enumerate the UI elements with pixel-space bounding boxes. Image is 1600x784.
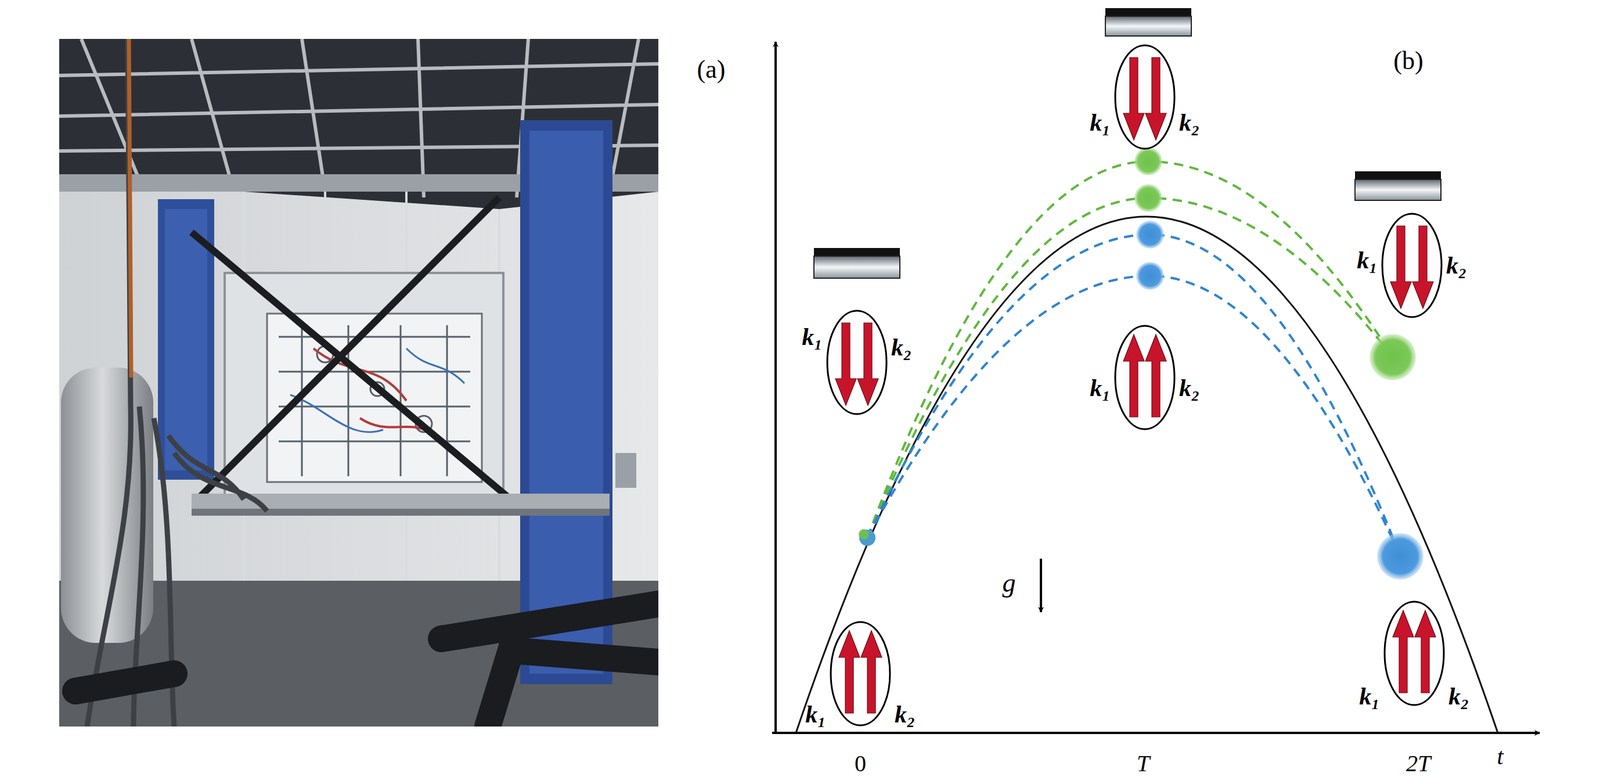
ellipse-outline xyxy=(830,621,890,726)
pulse-outline xyxy=(1114,324,1176,431)
pulse-outline xyxy=(1381,212,1443,319)
panel-label: (b) xyxy=(1393,48,1423,74)
cross-struts xyxy=(191,197,511,500)
axis-tick-label: t xyxy=(1496,744,1504,769)
wavevector-label: k₁ xyxy=(805,701,827,727)
wavevector-arrow xyxy=(860,630,882,713)
wavevector-arrow xyxy=(1390,225,1412,309)
apparatus-photo xyxy=(59,38,659,727)
wavevector-arrow xyxy=(1392,610,1414,693)
axis-tick-label: 2T xyxy=(1406,751,1431,776)
ellipse-outline xyxy=(1382,213,1442,317)
ellipse-outline xyxy=(1384,601,1444,705)
wavevector-label: k₁ xyxy=(1356,247,1378,273)
wavevector-label: k₂ xyxy=(1446,253,1468,278)
time-axis xyxy=(772,731,1540,734)
wavevector-label: k₁ xyxy=(801,324,823,349)
blue-panel-face xyxy=(164,208,208,471)
platform-edge xyxy=(191,508,610,516)
laser-pulse-ellipse: k₁k₂ xyxy=(1383,600,1445,706)
wavevector-label: k₁ xyxy=(1089,110,1111,135)
ellipse-outline xyxy=(1115,45,1175,149)
laser-pulse-ellipse: k₁k₂ xyxy=(829,620,892,727)
optics-bench xyxy=(278,325,471,477)
wavevector-arrow xyxy=(1414,610,1436,693)
wavevector-arrow xyxy=(1145,57,1167,140)
wavevector-label: k₂ xyxy=(1448,683,1470,709)
cable xyxy=(128,38,132,378)
pulse-outline xyxy=(829,620,892,727)
wavevector-label: k₁ xyxy=(1089,375,1111,400)
bracket xyxy=(615,452,637,488)
wavevector-label: k₂ xyxy=(1179,110,1200,135)
gravity-label: g xyxy=(1002,569,1016,597)
blue-panel-face xyxy=(529,130,604,674)
pulse-outline xyxy=(1114,44,1176,150)
lab-wall xyxy=(59,38,659,727)
laser-pulse-ellipse: k₁k₂ xyxy=(1114,44,1176,150)
arm-trajectories xyxy=(867,161,1401,557)
gravity-arrow xyxy=(1039,558,1043,612)
wavevector-arrow xyxy=(1145,334,1167,417)
wavevector-arrow xyxy=(1123,57,1145,140)
pulse-outline xyxy=(1383,600,1445,706)
axis-tick-label: 0 xyxy=(854,751,867,776)
instrument-frame xyxy=(224,272,504,500)
blue-panel xyxy=(520,120,613,684)
laser-pulse-ellipse: k₁k₂ xyxy=(826,309,888,416)
laser-pulse-ellipse: k₁k₂ xyxy=(1381,212,1443,319)
wavevector-label: k₂ xyxy=(1179,375,1200,400)
mirror xyxy=(1355,171,1441,201)
laser-pulse-ellipse: k₁k₂ xyxy=(1114,324,1176,431)
mirror xyxy=(1105,8,1192,36)
wavevector-arrow xyxy=(1412,225,1434,309)
atom-cloud xyxy=(858,147,1424,580)
foam-pipes xyxy=(75,603,659,727)
mirror xyxy=(813,247,900,279)
ellipse-outline xyxy=(827,310,887,414)
wavevector-arrow xyxy=(835,322,857,406)
wavevector-arrow xyxy=(857,322,879,406)
pulse-outline xyxy=(826,309,888,416)
ellipse-outline xyxy=(1115,325,1175,430)
axis-tick-label: T xyxy=(1136,751,1150,776)
wavevector-arrow xyxy=(838,630,860,713)
cable-bundle xyxy=(87,38,268,727)
wavevector-label: k₂ xyxy=(891,334,913,360)
wavevector-label: k₁ xyxy=(1359,683,1380,709)
panel-label: (a) xyxy=(697,56,726,83)
wavevector-label: k₂ xyxy=(894,701,916,727)
y-axis xyxy=(774,41,777,734)
wavevector-arrow xyxy=(1123,334,1145,417)
